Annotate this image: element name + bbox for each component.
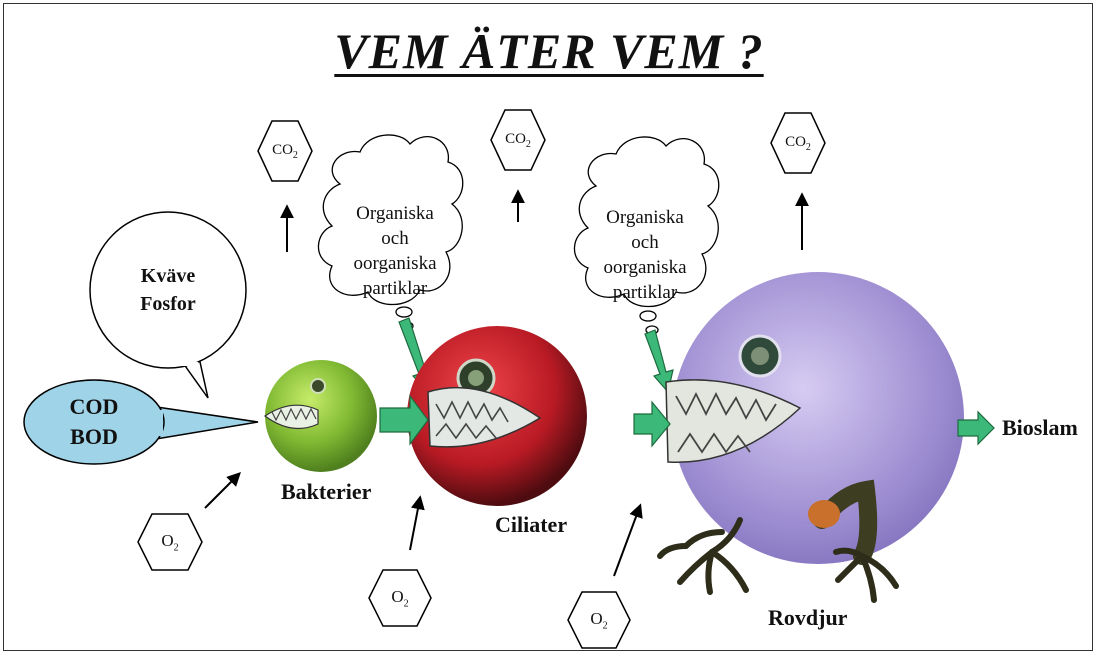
cloud-2-line-4: partiklar bbox=[590, 280, 700, 305]
co2-label-1: CO2 bbox=[255, 142, 315, 161]
o2-arrow-1 bbox=[205, 474, 239, 508]
o2-label-2: O2 bbox=[370, 587, 430, 609]
nutrient-phosphorus: Fosfor bbox=[120, 290, 216, 318]
bod-label: BOD bbox=[50, 422, 138, 452]
cod-label: COD bbox=[50, 392, 138, 422]
flow-arrow-ciliates-to-predator bbox=[634, 402, 670, 446]
cloud-2-line-1: Organiska bbox=[590, 205, 700, 230]
ciliates-organism bbox=[407, 326, 587, 506]
cloud-1-line-2: och bbox=[340, 226, 450, 251]
co2-label-3: CO2 bbox=[768, 134, 828, 153]
bacteria-label: Bakterier bbox=[281, 479, 371, 505]
predator-organism bbox=[660, 272, 964, 600]
thought-cloud-2-text: Organiska och oorganiska partiklar bbox=[590, 205, 700, 305]
o2-arrow-2 bbox=[410, 498, 420, 550]
co2-label-2: CO2 bbox=[488, 131, 548, 150]
predator-claw-left bbox=[660, 520, 746, 592]
cloud-1-line-1: Organiska bbox=[340, 201, 450, 226]
predator-label: Rovdjur bbox=[768, 605, 847, 631]
cloud-1-line-3: oorganiska bbox=[340, 251, 450, 276]
o2-label-3: O2 bbox=[569, 609, 629, 631]
nutrients-text: Kväve Fosfor bbox=[120, 262, 216, 318]
cloud-2-line-3: oorganiska bbox=[590, 255, 700, 280]
bacteria-organism bbox=[265, 360, 377, 472]
o2-arrow-3 bbox=[614, 506, 640, 576]
oxygen-demand-text: COD BOD bbox=[50, 392, 138, 452]
nutrient-nitrogen: Kväve bbox=[120, 262, 216, 290]
bioslam-label: Bioslam bbox=[1002, 415, 1078, 441]
ciliates-label: Ciliater bbox=[495, 512, 567, 538]
o2-label-1: O2 bbox=[140, 531, 200, 553]
cloud-2-line-2: och bbox=[590, 230, 700, 255]
thought-cloud-1-text: Organiska och oorganiska partiklar bbox=[340, 201, 450, 301]
cloud-1-line-4: partiklar bbox=[340, 276, 450, 301]
